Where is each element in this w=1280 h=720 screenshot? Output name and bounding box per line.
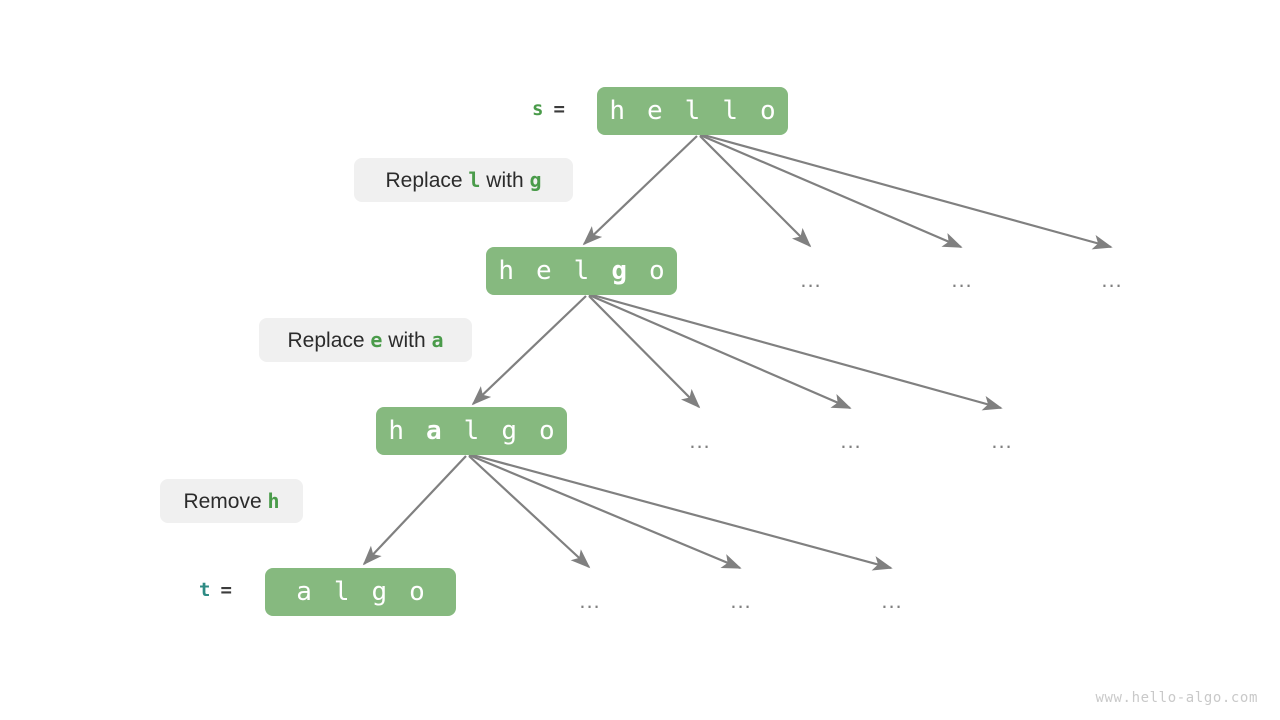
- string-char: g: [501, 416, 528, 446]
- edge-arrow: [468, 452, 893, 571]
- edge-arrow: [588, 292, 1003, 411]
- operation-label-level-2: Replace e with a: [259, 318, 472, 362]
- string-char: l: [333, 577, 361, 607]
- edge-arrow: [362, 455, 467, 566]
- ellipsis-mark: ...: [1101, 267, 1123, 292]
- string-char: o: [538, 416, 566, 446]
- string-char: h: [498, 256, 526, 286]
- string-char: l: [722, 96, 749, 126]
- edge-arrow: [471, 295, 587, 406]
- string-char: l: [573, 256, 601, 286]
- operation-label-level-1: Replace l with g: [354, 158, 573, 202]
- operation-from-char: e: [370, 328, 383, 352]
- variable-label-s: s=: [532, 100, 565, 119]
- variable-name: t: [199, 579, 211, 601]
- edge-arrow: [588, 293, 852, 410]
- operation-from-char: h: [267, 489, 280, 513]
- ellipsis-mark: ...: [991, 428, 1013, 453]
- string-char: g: [371, 577, 399, 607]
- operation-middle: with: [480, 168, 530, 192]
- operation-from-char: l: [468, 168, 481, 192]
- equals-sign: =: [553, 98, 565, 120]
- edge-arrow: [588, 295, 701, 409]
- edge-arrow: [699, 133, 963, 249]
- edge-arrow: [468, 455, 591, 569]
- ellipsis-mark: ...: [730, 588, 752, 613]
- operation-prefix: Remove: [183, 489, 268, 513]
- watermark: www.hello-algo.com: [1095, 690, 1258, 706]
- ellipsis-mark: ...: [881, 588, 903, 613]
- ellipsis-mark: ...: [579, 588, 601, 613]
- operation-middle: with: [382, 328, 432, 352]
- string-char: o: [648, 256, 676, 286]
- edge-arrow: [582, 135, 698, 246]
- operation-to-char: a: [431, 328, 444, 352]
- ellipsis-mark: ...: [800, 267, 822, 292]
- string-char: h: [609, 96, 637, 126]
- operation-to-char: g: [529, 168, 542, 192]
- string-char: l: [684, 96, 712, 126]
- variable-label-t: t=: [199, 581, 232, 600]
- string-char: e: [536, 256, 563, 286]
- operation-label-level-3: Remove h: [160, 479, 303, 523]
- equals-sign: =: [220, 579, 232, 601]
- operation-prefix: Replace: [287, 328, 371, 352]
- string-char: h: [388, 416, 416, 446]
- string-char: e: [647, 96, 674, 126]
- string-char: l: [463, 416, 491, 446]
- variable-name: s: [532, 98, 544, 120]
- edge-arrow: [699, 132, 1113, 250]
- edge-arrow: [699, 135, 812, 248]
- ellipsis-mark: ...: [951, 267, 973, 292]
- string-char: g: [611, 256, 638, 286]
- string-char: a: [426, 416, 453, 446]
- ellipsis-mark: ...: [840, 428, 862, 453]
- string-char: o: [409, 577, 436, 607]
- string-char: a: [296, 577, 323, 607]
- operation-prefix: Replace: [385, 168, 469, 192]
- ellipsis-mark: ...: [689, 428, 711, 453]
- edge-arrow: [468, 453, 742, 570]
- string-char: o: [759, 96, 787, 126]
